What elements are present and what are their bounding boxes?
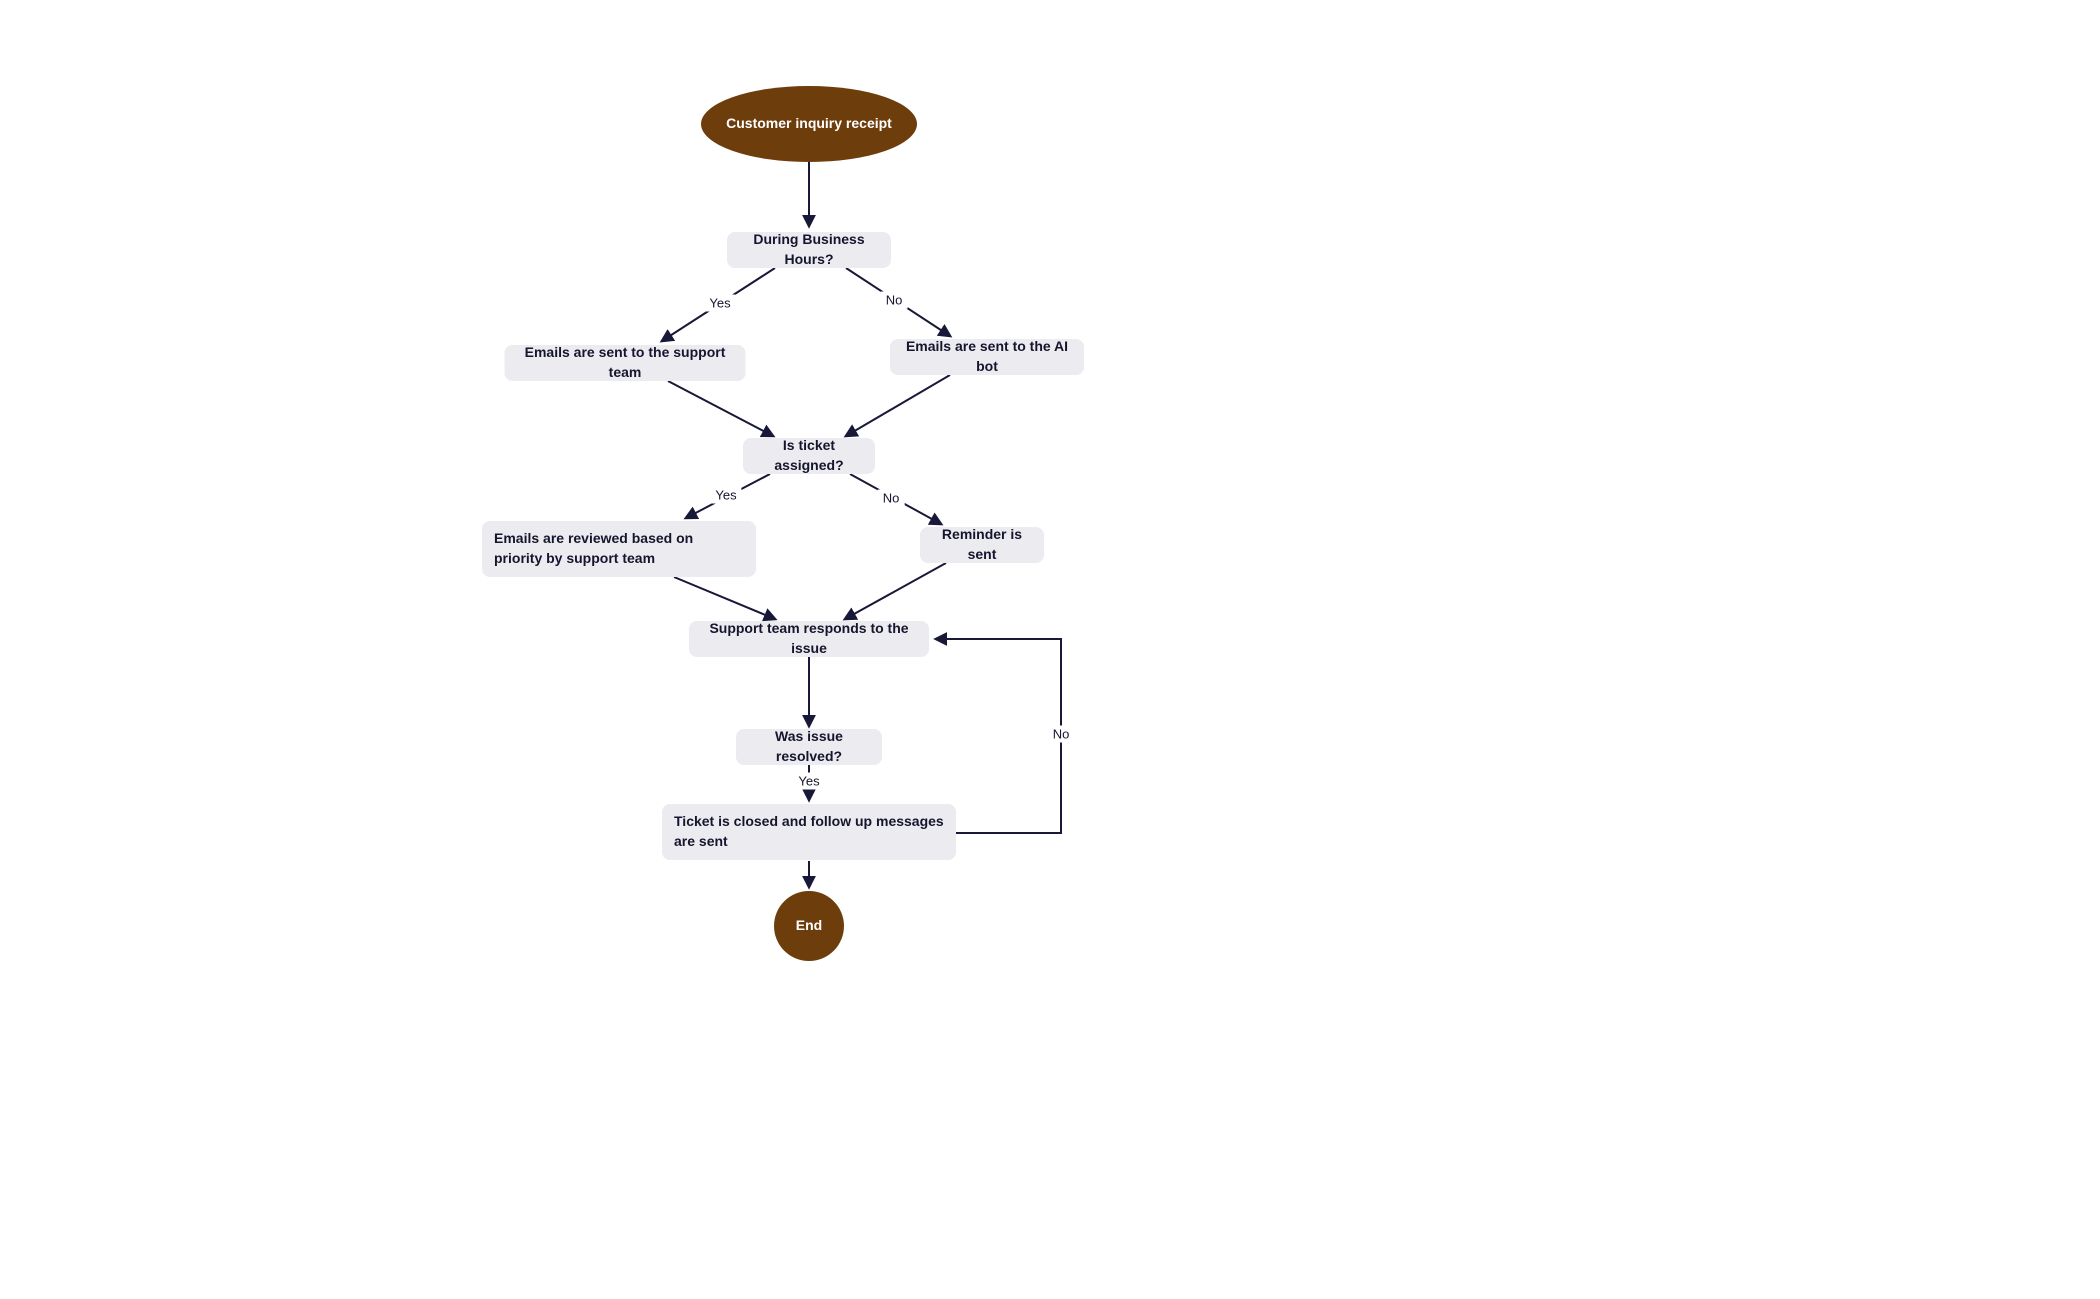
node-ticket-closed: Ticket is closed and follow up messages … — [662, 804, 956, 860]
node-emails-support-team-label: Emails are sent to the support team — [524, 344, 726, 380]
node-emails-ai-bot: Emails are sent to the AI bot — [890, 338, 1084, 375]
node-emails-support-team: Emails are sent to the support team — [504, 344, 746, 381]
edge-resolved-no-loop-to-responds — [933, 632, 1062, 834]
node-during-business-hours: During Business Hours? — [727, 231, 891, 268]
node-end: End — [774, 891, 844, 961]
edge-label-ticket-assigned-yes: Yes — [710, 486, 742, 504]
node-reminder-sent-label: Reminder is sent — [941, 526, 1023, 562]
node-end-label: End — [795, 917, 823, 934]
edge-label-resolved-yes: Yes — [793, 772, 825, 790]
node-start-label: Customer inquiry receipt — [726, 115, 892, 132]
node-start: Customer inquiry receipt — [701, 86, 917, 162]
node-was-issue-resolved-label: Was issue resolved? — [775, 728, 843, 764]
node-emails-reviewed-priority-label: Emails are reviewed based on priority by… — [494, 530, 694, 566]
node-during-business-hours-label: During Business Hours? — [753, 231, 865, 267]
node-reminder-sent: Reminder is sent — [920, 526, 1044, 563]
node-emails-reviewed-priority: Emails are reviewed based on priority by… — [482, 521, 756, 577]
node-emails-ai-bot-label: Emails are sent to the AI bot — [905, 338, 1069, 374]
node-is-ticket-assigned-label: Is ticket assigned? — [774, 437, 844, 473]
node-was-issue-resolved: Was issue resolved? — [736, 728, 882, 765]
node-ticket-closed-label: Ticket is closed and follow up messages … — [674, 813, 944, 849]
edge-label-ticket-assigned-no: No — [877, 489, 905, 507]
edge-reminder-to-responds — [842, 562, 947, 621]
edge-label-business-hours-no: No — [880, 291, 908, 309]
edge-reviewed-priority-to-responds — [673, 576, 778, 622]
edge-label-business-hours-yes: Yes — [704, 294, 736, 312]
edge-label-resolved-no: No — [1047, 725, 1075, 743]
node-is-ticket-assigned: Is ticket assigned? — [743, 437, 875, 474]
edge-ai-bot-to-ticket-assigned — [843, 374, 951, 438]
node-support-responds-label: Support team responds to the issue — [709, 620, 909, 656]
edge-support-team-to-ticket-assigned — [667, 380, 776, 438]
node-support-responds: Support team responds to the issue — [689, 620, 929, 657]
